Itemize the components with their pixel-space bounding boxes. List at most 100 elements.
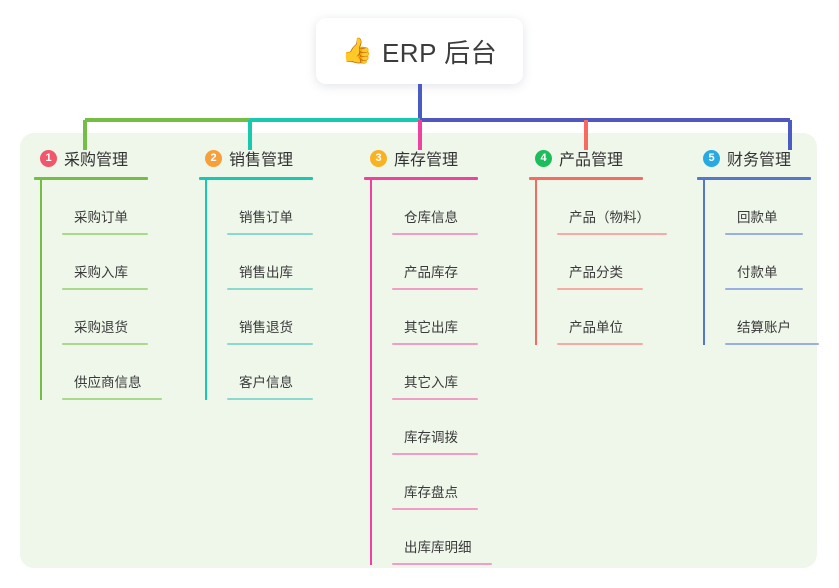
column-badge-5: 5 xyxy=(703,149,720,167)
leaf-node[interactable]: 库存调拨 xyxy=(392,400,478,455)
leaf-node-label: 销售订单 xyxy=(239,210,293,225)
leaf-node-label: 产品单位 xyxy=(569,320,623,335)
leaf-node[interactable]: 采购入库 xyxy=(62,235,148,290)
leaf-node-label: 产品库存 xyxy=(404,265,458,280)
leaf-node-label: 产品分类 xyxy=(569,265,623,280)
column-spine-3 xyxy=(370,180,372,565)
leaf-node[interactable]: 其它入库 xyxy=(392,345,478,400)
leaf-node[interactable]: 客户信息 xyxy=(227,345,313,400)
leaf-node-label: 其它入库 xyxy=(404,375,458,390)
leaf-node[interactable]: 仓库信息 xyxy=(392,180,478,235)
column-header-rule-5 xyxy=(697,177,811,180)
column-items-3: 仓库信息产品库存其它出库其它入库库存调拨库存盘点出库库明细 xyxy=(370,180,492,565)
leaf-node-label: 采购入库 xyxy=(74,265,128,280)
leaf-node-rule xyxy=(227,288,313,290)
column-badge-4: 4 xyxy=(535,149,552,167)
leaf-node-rule xyxy=(227,343,313,345)
leaf-node-label: 仓库信息 xyxy=(404,210,458,225)
root-node-erp-backend[interactable]: 👍 ERP 后台 xyxy=(316,18,523,84)
leaf-node-rule xyxy=(62,343,148,345)
leaf-node-rule xyxy=(392,343,478,345)
thumbs-up-emoji: 👍 xyxy=(341,36,373,65)
column-4: 4 产品管理产品（物料） 产品分类产品单位 xyxy=(529,145,667,345)
leaf-node-rule xyxy=(392,233,478,235)
leaf-node[interactable]: 供应商信息 xyxy=(62,345,162,400)
leaf-node[interactable]: 产品（物料） xyxy=(557,180,667,235)
leaf-node[interactable]: 产品库存 xyxy=(392,235,478,290)
column-1: 1 采购管理采购订单采购入库采购退货供应商信息 xyxy=(34,145,162,400)
leaf-node-rule xyxy=(392,453,478,455)
leaf-node-rule xyxy=(227,233,313,235)
leaf-node[interactable]: 付款单 xyxy=(725,235,811,290)
leaf-node-label: 采购退货 xyxy=(74,320,128,335)
column-title-2: 销售管理 xyxy=(229,152,294,169)
column-spine-4 xyxy=(535,180,537,345)
leaf-node-rule xyxy=(392,563,492,565)
leaf-node-label: 采购订单 xyxy=(74,210,128,225)
leaf-node-label: 其它出库 xyxy=(404,320,458,335)
leaf-node-rule xyxy=(62,398,162,400)
column-header-1[interactable]: 1 采购管理 xyxy=(34,145,148,171)
column-badge-1: 1 xyxy=(40,149,57,167)
leaf-node-label: 销售出库 xyxy=(239,265,293,280)
leaf-node-label: 库存调拨 xyxy=(404,430,458,445)
leaf-node[interactable]: 采购退货 xyxy=(62,290,148,345)
column-spine-2 xyxy=(205,180,207,400)
leaf-node-rule xyxy=(725,343,819,345)
column-header-4[interactable]: 4 产品管理 xyxy=(529,145,643,171)
leaf-node-rule xyxy=(227,398,313,400)
leaf-node-rule xyxy=(392,508,478,510)
column-items-2: 销售订单销售出库销售退货客户信息 xyxy=(205,180,313,400)
column-items-5: 回款单付款单结算账户 xyxy=(703,180,819,345)
column-spine-5 xyxy=(703,180,705,345)
column-header-rule-1 xyxy=(34,177,148,180)
root-node-title: ERP 后台 xyxy=(381,37,498,68)
leaf-node-label: 库存盘点 xyxy=(404,485,458,500)
column-header-rule-4 xyxy=(529,177,643,180)
leaf-node-label: 产品（物料） xyxy=(569,210,650,225)
leaf-node[interactable]: 产品单位 xyxy=(557,290,643,345)
column-title-3: 库存管理 xyxy=(394,152,459,169)
leaf-node[interactable]: 产品分类 xyxy=(557,235,643,290)
leaf-node-label: 回款单 xyxy=(737,210,778,225)
leaf-node[interactable]: 回款单 xyxy=(725,180,811,235)
leaf-node-label: 销售退货 xyxy=(239,320,293,335)
leaf-node[interactable]: 其它出库 xyxy=(392,290,478,345)
leaf-node-rule xyxy=(62,288,148,290)
leaf-node[interactable]: 销售退货 xyxy=(227,290,313,345)
leaf-node[interactable]: 销售出库 xyxy=(227,235,313,290)
leaf-node-label: 结算账户 xyxy=(737,320,791,335)
column-title-1: 采购管理 xyxy=(64,152,129,169)
column-header-3[interactable]: 3 库存管理 xyxy=(364,145,478,171)
column-header-rule-2 xyxy=(199,177,313,180)
leaf-node-rule xyxy=(392,288,478,290)
leaf-node-label: 付款单 xyxy=(737,265,778,280)
column-spine-1 xyxy=(40,180,42,400)
leaf-node[interactable]: 结算账户 xyxy=(725,290,819,345)
column-items-1: 采购订单采购入库采购退货供应商信息 xyxy=(40,180,162,400)
content-panel xyxy=(20,133,817,568)
column-header-rule-3 xyxy=(364,177,478,180)
leaf-node[interactable]: 销售订单 xyxy=(227,180,313,235)
column-badge-3: 3 xyxy=(370,149,387,167)
leaf-node[interactable]: 出库库明细 xyxy=(392,510,492,565)
leaf-node[interactable]: 库存盘点 xyxy=(392,455,478,510)
leaf-node-rule xyxy=(557,233,667,235)
leaf-node-label: 供应商信息 xyxy=(74,375,142,390)
leaf-node-rule xyxy=(392,398,478,400)
leaf-node-label: 客户信息 xyxy=(239,375,293,390)
leaf-node-rule xyxy=(557,343,643,345)
leaf-node-rule xyxy=(725,288,803,290)
leaf-node-label: 出库库明细 xyxy=(404,540,472,555)
column-3: 3 库存管理仓库信息产品库存其它出库其它入库库存调拨库存盘点出库库明细 xyxy=(364,145,492,565)
leaf-node-rule xyxy=(557,288,643,290)
leaf-node-rule xyxy=(62,233,148,235)
leaf-node[interactable]: 采购订单 xyxy=(62,180,148,235)
leaf-node-rule xyxy=(725,233,803,235)
column-title-4: 产品管理 xyxy=(559,152,624,169)
